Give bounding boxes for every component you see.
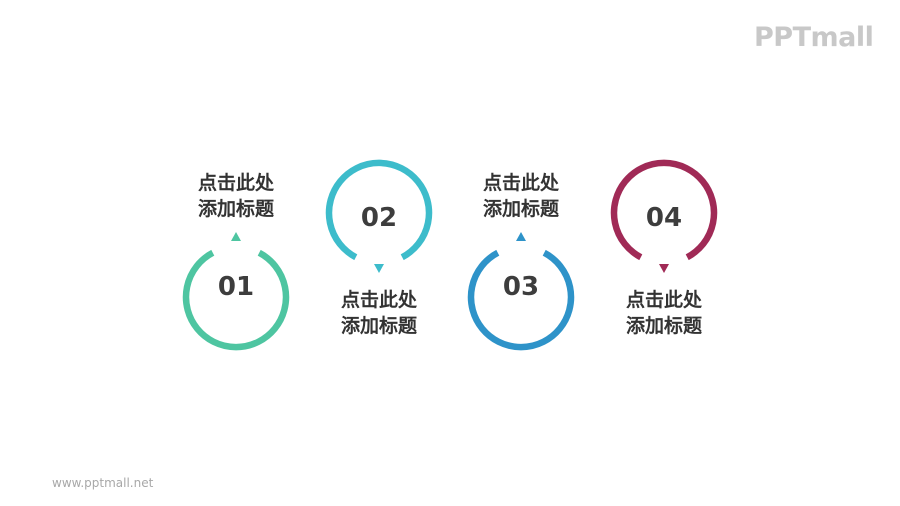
step-03-arrow-up-icon xyxy=(516,232,526,241)
step-01-arc xyxy=(182,249,290,351)
step-02-label: 点击此处 添加标题 xyxy=(340,289,417,337)
step-04-arc xyxy=(610,159,718,261)
step-02-number: 02 xyxy=(360,203,398,233)
step-03-arc xyxy=(467,249,575,351)
step-02-arrow-down-icon xyxy=(374,264,384,273)
step-01-label: 点击此处 添加标题 xyxy=(197,172,274,220)
step-02-arc xyxy=(325,159,433,261)
step-04-number: 04 xyxy=(645,203,683,233)
step-03-label: 点击此处 添加标题 xyxy=(482,172,559,220)
step-01-number: 01 xyxy=(217,272,255,302)
step-04-label: 点击此处 添加标题 xyxy=(625,289,702,337)
step-01-arrow-up-icon xyxy=(231,232,241,241)
step-04-arrow-down-icon xyxy=(659,264,669,273)
footer-url: www.pptmall.net xyxy=(52,476,154,490)
step-03-number: 03 xyxy=(502,272,540,302)
pptmall-logo: PPTmall xyxy=(754,22,874,53)
